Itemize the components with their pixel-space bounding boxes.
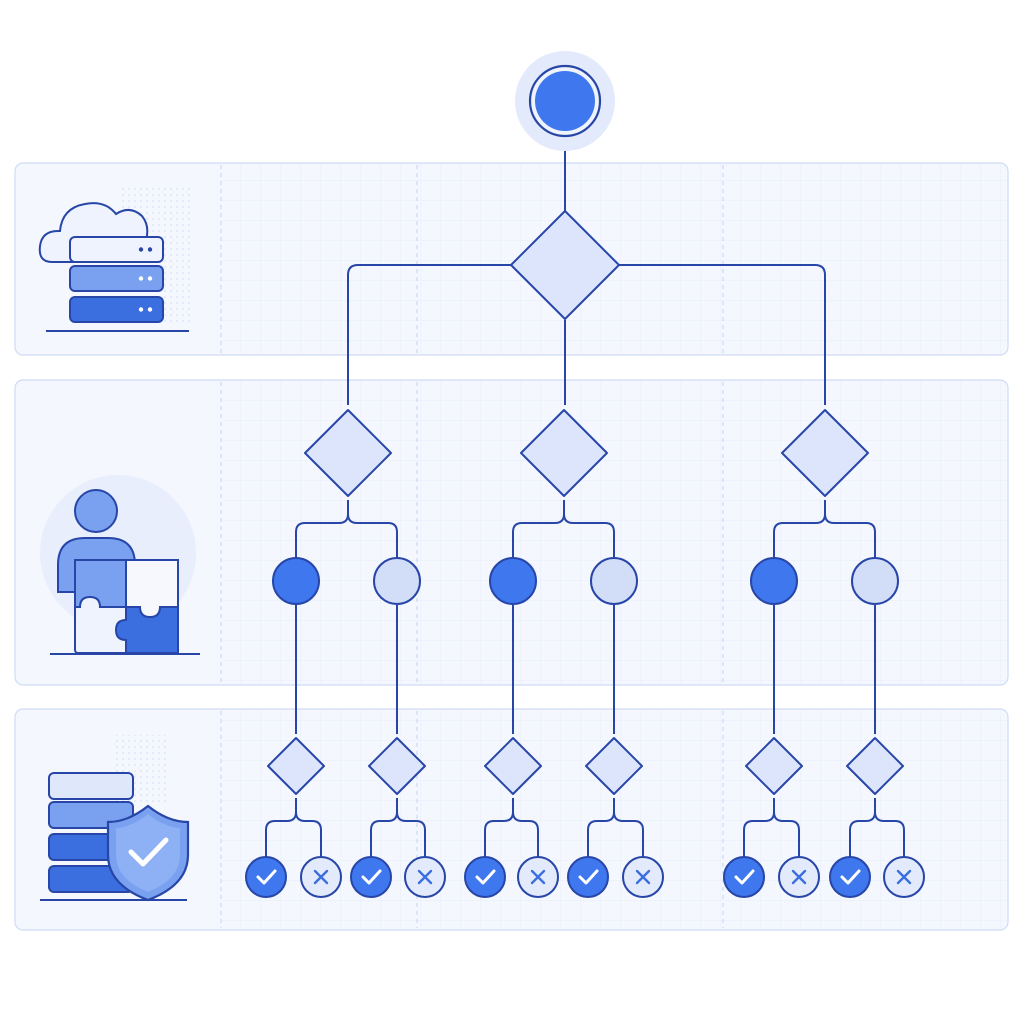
cross-icon [530, 869, 546, 885]
result-approved [567, 856, 609, 898]
server-unit [69, 296, 164, 323]
outcome-node-secondary[interactable] [590, 557, 638, 605]
result-rejected [622, 856, 664, 898]
check-icon [361, 869, 382, 885]
result-approved [464, 856, 506, 898]
result-right-connector [613, 811, 644, 857]
cross-icon [635, 869, 651, 885]
result-approved [723, 856, 765, 898]
server-led [147, 276, 153, 281]
sub-decision-diamond[interactable] [846, 737, 904, 795]
branch-right-connector [347, 513, 398, 557]
approve-node[interactable] [350, 856, 392, 898]
check-icon [256, 869, 277, 885]
result-rejected [300, 856, 342, 898]
sub-decision-diamond[interactable] [745, 737, 803, 795]
result-rejected [517, 856, 559, 898]
branch-right-connector [824, 513, 876, 557]
approve-node[interactable] [723, 856, 765, 898]
cloud-server-icon [38, 186, 190, 332]
cross-icon [417, 869, 433, 885]
main-left-connector [347, 264, 512, 405]
approve-node[interactable] [245, 856, 287, 898]
branch-decision-diamond[interactable] [304, 409, 392, 497]
user-head [74, 489, 118, 533]
user-puzzle-icon [40, 475, 200, 655]
sub-decision-diamond[interactable] [585, 737, 643, 795]
server-led [138, 307, 144, 312]
cross-icon [791, 869, 807, 885]
outcome-node-secondary[interactable] [373, 557, 421, 605]
start-node [515, 51, 615, 151]
result-rejected [778, 856, 820, 898]
puzzle-piece [114, 606, 179, 654]
approve-node[interactable] [464, 856, 506, 898]
check-icon [840, 869, 861, 885]
result-rejected [883, 856, 925, 898]
result-approved [350, 856, 392, 898]
branch-decision-diamond[interactable] [781, 409, 869, 497]
result-right-connector [773, 811, 800, 857]
start-node-core [535, 71, 595, 131]
result-right-connector [874, 811, 905, 857]
main-right-connector [618, 264, 826, 405]
result-right-connector [396, 811, 426, 857]
server-unit [69, 265, 164, 292]
sub-decision-diamond[interactable] [484, 737, 542, 795]
sub-decision-diamond[interactable] [267, 737, 325, 795]
puzzle-piece [125, 559, 179, 619]
check-icon [475, 869, 496, 885]
server-unit [48, 772, 134, 800]
lane-icons [38, 186, 200, 902]
server-led [147, 307, 153, 312]
main-decision-diamond[interactable] [510, 210, 620, 320]
server-led [138, 276, 144, 281]
cross-icon [896, 869, 912, 885]
check-icon [734, 869, 755, 885]
server-shield-icon [40, 735, 190, 902]
outcome-node-primary[interactable] [489, 557, 537, 605]
branch-right-connector [563, 513, 615, 557]
sub-decision-diamond[interactable] [368, 737, 426, 795]
outcome-node-secondary[interactable] [851, 557, 899, 605]
branch-decision-diamond[interactable] [520, 409, 608, 497]
result-rejected [404, 856, 446, 898]
result-approved [829, 856, 871, 898]
server-unit [69, 236, 164, 263]
result-right-connector [295, 811, 322, 857]
nodes [245, 51, 925, 898]
server-led [138, 247, 144, 252]
result-approved [245, 856, 287, 898]
approve-node[interactable] [567, 856, 609, 898]
approve-node[interactable] [829, 856, 871, 898]
outcome-node-primary[interactable] [750, 557, 798, 605]
check-icon [128, 837, 169, 867]
outcome-node-primary[interactable] [272, 557, 320, 605]
check-icon [578, 869, 599, 885]
server-led [147, 247, 153, 252]
connector-lines [265, 132, 905, 857]
result-right-connector [512, 811, 539, 857]
shield-inner [116, 814, 180, 892]
cross-icon [313, 869, 329, 885]
